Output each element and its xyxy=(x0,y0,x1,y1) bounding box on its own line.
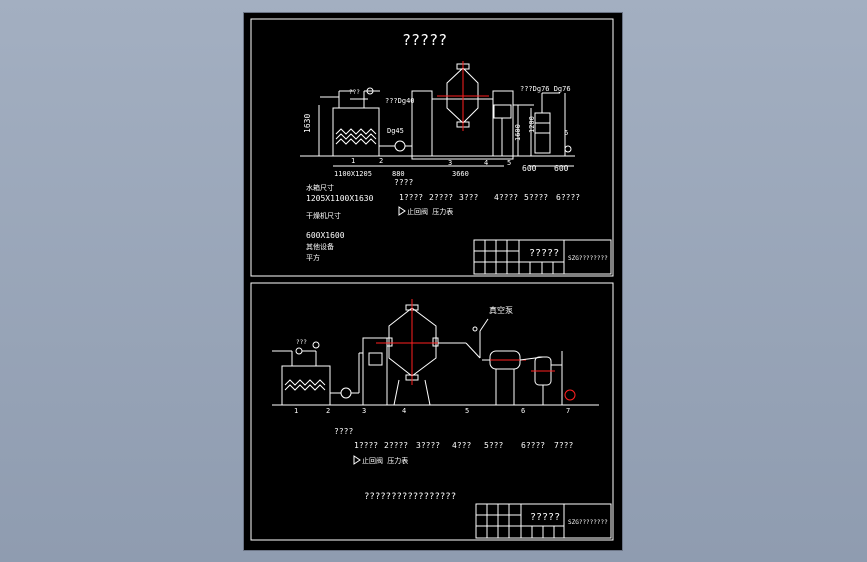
dim-1200: 1200 xyxy=(528,116,536,133)
bottom-vacuum-line xyxy=(438,318,489,359)
b-item-7: 7 xyxy=(566,407,570,415)
tank-label: 水箱尺寸 xyxy=(306,183,334,192)
b-item-5: 5 xyxy=(465,407,469,415)
top-title-block xyxy=(473,239,612,275)
dryer-size: 600X1600 xyxy=(306,231,345,240)
item-5: 5 xyxy=(507,159,511,167)
pipe-dg40: ???Dg40 xyxy=(385,97,415,105)
bottom-block-name: ????? xyxy=(530,512,560,523)
top-legend-6: 6???? xyxy=(556,193,580,202)
top-legend-4: 4???? xyxy=(494,193,518,202)
bottom-title-block xyxy=(475,503,612,539)
top-dryer xyxy=(411,61,514,160)
top-legend-1: 1???? xyxy=(399,193,423,202)
b-item-2: 2 xyxy=(326,407,330,415)
b-item-4: 4 xyxy=(402,407,406,415)
pipe-dg45: Dg45 xyxy=(387,127,404,135)
item-6: 6 xyxy=(564,129,568,137)
b-item-6: 6 xyxy=(521,407,525,415)
dim-600-b: 600 xyxy=(554,164,569,173)
pipe-dg76: ???Dg76 Dg76 xyxy=(520,85,571,93)
floor-label: 平方 xyxy=(306,253,320,262)
cad-canvas: ????? xyxy=(250,18,614,541)
check-valve-icon xyxy=(398,206,406,216)
dim-3660: 3660 xyxy=(452,170,469,178)
dim-1630: 1630 xyxy=(303,114,312,133)
bottom-legend-3: 3???? xyxy=(416,441,440,450)
item-3: 3 xyxy=(448,159,452,167)
dim-600-a: 600 xyxy=(522,164,537,173)
bottom-frame xyxy=(250,282,614,541)
dim-880: 880 xyxy=(392,170,405,178)
item-1: 1 xyxy=(351,157,355,165)
top-frame xyxy=(250,18,614,277)
pipe-vacuum: 真空泵 xyxy=(489,305,513,315)
item-2: 2 xyxy=(379,157,383,165)
bottom-tank xyxy=(272,341,331,406)
bottom-legend-title: ???? xyxy=(334,427,353,436)
tank-size: 1205X1100X1630 xyxy=(306,194,374,203)
bottom-column xyxy=(359,337,388,406)
top-block-name: ????? xyxy=(529,248,559,259)
top-drawing: ????? xyxy=(250,18,614,277)
check-valve-icon-2 xyxy=(353,455,361,465)
b-item-3: 3 xyxy=(362,407,366,415)
device-label: 其他设备 xyxy=(306,242,334,251)
bottom-legend-6: 6???? xyxy=(521,441,545,450)
bottom-symbols: 止回阀 压力表 xyxy=(362,456,408,465)
bottom-small-label: ??? xyxy=(296,339,307,346)
dim-tank: 1100X1205 xyxy=(334,170,372,178)
b-item-1: 1 xyxy=(294,407,298,415)
top-legend-2: 2???? xyxy=(429,193,453,202)
bottom-drawing: 真空泵 ??? 1 2 3 4 5 6 7 ???? 1???? 2???? 3… xyxy=(250,282,614,541)
top-receiver xyxy=(534,92,572,156)
bottom-pump xyxy=(330,353,360,399)
bottom-legend-7: 7??? xyxy=(554,441,573,450)
bottom-receiver xyxy=(519,351,563,405)
drawing-sheet: ????? xyxy=(243,12,623,551)
top-block-code: SZG???????? xyxy=(568,255,608,262)
top-title: ????? xyxy=(402,31,447,49)
bottom-legend-2: 2???? xyxy=(384,441,408,450)
pipe-small: ??? xyxy=(349,89,360,96)
bottom-legend-4: 4??? xyxy=(452,441,471,450)
bottom-legend-5: 5??? xyxy=(484,441,503,450)
item-4: 4 xyxy=(484,159,488,167)
bottom-vacuum-pump xyxy=(564,389,576,401)
dryer-label: 干燥机尺寸 xyxy=(306,211,341,220)
bottom-condenser xyxy=(482,350,526,405)
bottom-footer-note: ????????????????? xyxy=(364,492,456,502)
top-legend-3: 3??? xyxy=(459,193,478,202)
top-symbols: 止回阀 压力表 xyxy=(407,207,453,216)
bottom-block-code: SZG???????? xyxy=(568,519,608,526)
bottom-legend-1: 1???? xyxy=(354,441,378,450)
dim-1600: 1600 xyxy=(514,124,522,141)
top-legend-5: 5???? xyxy=(524,193,548,202)
top-legend-title: ???? xyxy=(394,178,413,187)
top-tank xyxy=(320,87,380,157)
top-column xyxy=(493,104,534,156)
